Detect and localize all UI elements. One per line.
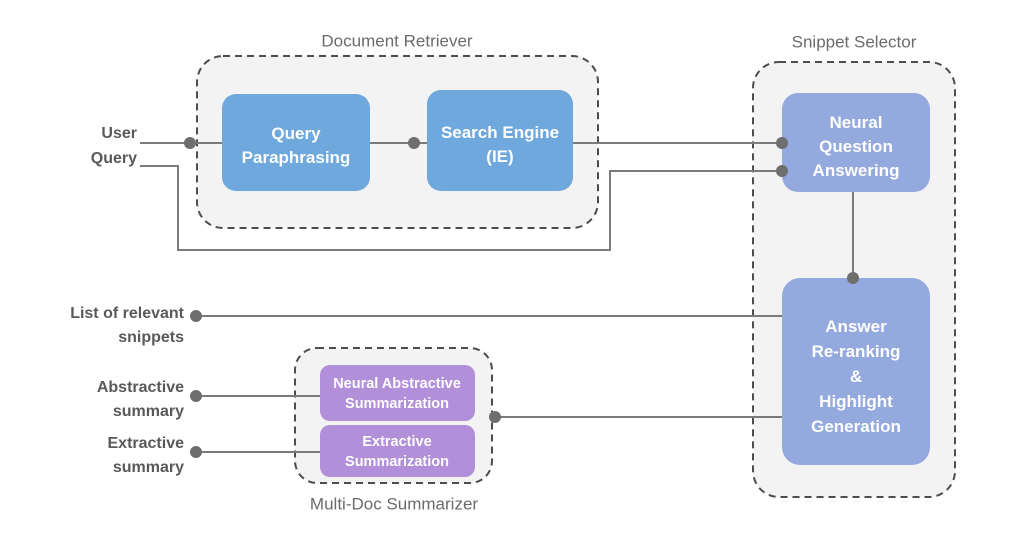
dot-neuralqa-input-bottom	[776, 165, 788, 177]
node-extractive-line1: Extractive	[362, 434, 431, 450]
node-answer-line3: &	[850, 367, 862, 386]
document-retriever-title: Document Retriever	[321, 31, 473, 50]
node-neural-abstractive-line2: Summarization	[345, 396, 449, 412]
label-snippets-line1: List of relevant	[70, 305, 184, 322]
node-neural-abstractive-line1: Neural Abstractive	[333, 376, 461, 392]
node-neural-qa-line3: Answering	[813, 161, 900, 180]
node-answer-line4: Highlight	[819, 392, 893, 411]
dot-neuralqa-input-top	[776, 137, 788, 149]
node-extractive-summarization[interactable]	[320, 425, 475, 477]
node-answer-reranking-highlight[interactable]	[782, 278, 930, 465]
dot-abstractive-output	[190, 390, 202, 402]
dot-snippets-output	[190, 310, 202, 322]
node-search-engine-line1: Search Engine	[441, 123, 559, 142]
dot-answer-input-top	[847, 272, 859, 284]
dot-extractive-output	[190, 446, 202, 458]
node-neural-abstractive-summarization[interactable]	[320, 365, 475, 421]
label-snippets-line2: snippets	[118, 329, 184, 346]
node-extractive-line2: Summarization	[345, 454, 449, 470]
node-neural-qa-line2: Question	[819, 137, 893, 156]
dot-search-engine-input	[408, 137, 420, 149]
node-query-paraphrasing[interactable]	[222, 94, 370, 191]
node-neural-question-answering[interactable]	[782, 93, 930, 192]
edge-userquery-bypass-to-neuralqa	[140, 165, 782, 251]
dot-summarizer-output	[489, 411, 501, 423]
node-search-engine-line2: (IE)	[486, 147, 513, 166]
label-user-query-line1: User	[101, 125, 137, 142]
label-extractive-line2: summary	[113, 459, 184, 476]
node-search-engine[interactable]	[427, 90, 573, 191]
node-query-paraphrasing-line2: Paraphrasing	[242, 148, 351, 167]
node-answer-line2: Re-ranking	[812, 342, 901, 361]
label-abstractive-line2: summary	[113, 403, 184, 420]
label-user-query-line2: Query	[91, 150, 137, 167]
dot-paraphrasing-input	[184, 137, 196, 149]
node-neural-qa-line1: Neural	[830, 113, 883, 132]
snippet-selector-title: Snippet Selector	[792, 32, 917, 51]
node-query-paraphrasing-line1: Query	[271, 124, 321, 143]
label-abstractive-line1: Abstractive	[97, 379, 184, 396]
multi-doc-summarizer-title: Multi-Doc Summarizer	[310, 494, 478, 513]
label-extractive-line1: Extractive	[108, 435, 185, 452]
node-answer-line5: Generation	[811, 417, 901, 436]
node-answer-line1: Answer	[825, 317, 887, 336]
